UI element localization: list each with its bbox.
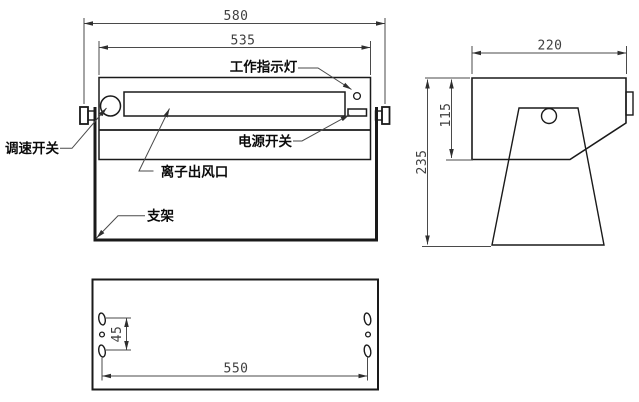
speed-switch-leader [60,107,107,149]
dim-overall-height-value: 235 [415,150,430,175]
dim-body-height-value: 115 [439,103,454,128]
bracket-leader [96,215,145,239]
base-plate [91,278,379,391]
dim-hole-pitch-value: 45 [110,326,125,343]
power-switch [347,108,368,117]
right-pivot-cap [381,106,391,125]
ion-outlet-label: 离子出风口 [161,164,229,181]
bottom-view: 45 550 [91,278,379,391]
dim-body-width-value: 535 [231,34,256,49]
indicator-light-label: 工作指示灯 [230,59,298,76]
small-hole [98,331,106,338]
speed-knob [99,95,122,117]
dim-depth-value: 220 [538,39,563,54]
small-hole [364,331,372,338]
mounting-hole [363,344,372,358]
pivot-knob-circle [540,107,558,125]
front-view: 580 535 工作指示灯 调速开关 电源开关 离子出风口 支架 [5,9,391,242]
side-pivot-tab [625,91,634,116]
indicator-light-leader [298,67,352,90]
side-view: 220 115 235 [415,39,634,247]
bracket-label: 支架 [146,208,174,225]
power-switch-label: 电源开关 [238,133,292,150]
mounting-hole [97,344,107,358]
left-pivot-neck [87,110,96,121]
work-indicator-light [352,91,362,101]
dim-overall-width-value: 580 [224,9,249,24]
ion-outlet-leader [138,108,170,172]
speed-switch-label: 调速开关 [5,140,59,157]
stand-trapezoid [491,107,605,246]
dim-mount-width-value: 550 [224,362,249,377]
mounting-hole [363,312,372,326]
power-switch-leader [293,114,350,142]
left-pivot-cap [79,106,89,125]
side-body-profile [471,77,627,161]
ion-outlet-slot [123,91,346,117]
blower-body [98,76,372,161]
bracket-outline [93,107,378,242]
mounting-hole [97,312,107,326]
